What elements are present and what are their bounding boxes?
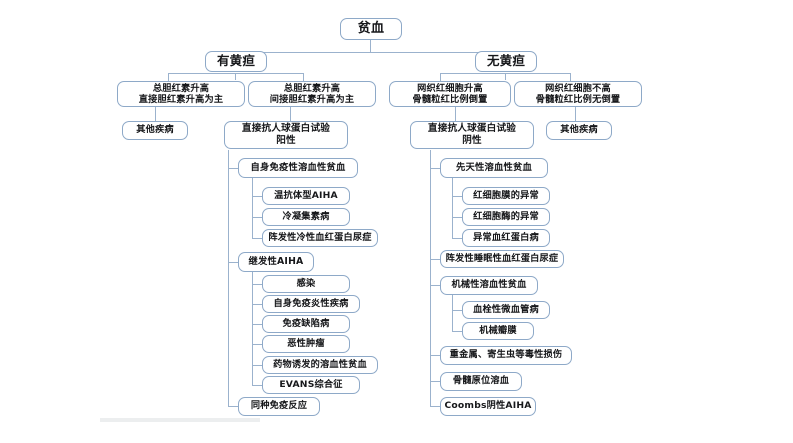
node-autoimmune-inflammatory-disease[interactable]: 自身免疫炎性疾病 [262, 295, 360, 313]
connector-enzyme-in [452, 217, 462, 218]
connector-pnh-in [430, 259, 440, 260]
node-secondary-aiha[interactable]: 继发性AIHA [238, 252, 314, 272]
node-reticulocyte-normal[interactable]: 网织红细胞不高 骨髓粒红比例无倒置 [514, 81, 642, 107]
connector-congenital-children-spine [452, 178, 453, 238]
node-jaundice-yes[interactable]: 有黄疸 [205, 51, 267, 72]
connector-mechanical-children-spine [452, 295, 453, 331]
connector-tma-in [452, 310, 462, 311]
connector-cold-agglutinin-in [252, 217, 262, 218]
node-coombs-test-negative[interactable]: 直接抗人球蛋白试验 阴性 [410, 121, 534, 149]
node-congenital-hemolytic-anemia[interactable]: 先天性溶血性贫血 [440, 158, 548, 178]
node-malignant-tumor[interactable]: 恶性肿瘤 [262, 335, 350, 353]
node-paroxysmal-cold-hemoglobinuria[interactable]: 阵发性冷性血红蛋白尿症 [262, 229, 378, 247]
connector-evans-in [252, 385, 262, 386]
connector-immunodeficiency-in [252, 324, 262, 325]
connector-bili-direct-up [168, 73, 169, 81]
connector-bilirubin-bus [168, 73, 303, 74]
node-alloimmune-reaction[interactable]: 同种免疫反应 [238, 397, 320, 416]
connector-coombs-pos-down [290, 106, 291, 121]
connector-valve-in [452, 331, 462, 332]
node-evans-syndrome[interactable]: EVANS综合征 [262, 376, 360, 394]
connector-congenital-in [430, 168, 440, 169]
node-root-anemia[interactable]: 贫血 [340, 18, 402, 40]
connector-retic-high-up [440, 73, 441, 81]
node-coombs-negative-aiha[interactable]: Coombs阴性AIHA [440, 397, 536, 416]
connector-right-spine [430, 150, 431, 406]
node-mechanical-valve[interactable]: 机械瓣膜 [462, 322, 534, 340]
node-reticulocyte-high[interactable]: 网织红细胞升高 骨髓粒红比例倒置 [389, 81, 511, 107]
connector-warm-aiha-in [252, 196, 262, 197]
node-total-bilirubin-direct[interactable]: 总胆红素升高 直接胆红素升高为主 [117, 81, 245, 107]
connector-retic-normal-up [570, 73, 571, 81]
connector-hemoglobinopathy-in [452, 238, 462, 239]
node-red-cell-enzyme-abnormality[interactable]: 红细胞酶的异常 [462, 208, 550, 226]
node-thrombotic-microangiopathy[interactable]: 血栓性微血管病 [462, 301, 550, 319]
node-autoimmune-hemolytic-anemia[interactable]: 自身免疫性溶血性贫血 [238, 158, 358, 178]
connector-other-left-down [155, 106, 156, 121]
node-toxic-injury[interactable]: 重金属、寄生虫等毒性损伤 [440, 346, 572, 365]
connector-malignancy-in [252, 344, 262, 345]
node-paroxysmal-nocturnal-hemoglobinuria[interactable]: 阵发性睡眠性血红蛋白尿症 [440, 250, 564, 268]
node-warm-antibody-aiha[interactable]: 温抗体型AIHA [262, 187, 350, 205]
connector-secondary-aiha-in [228, 262, 238, 263]
node-infection[interactable]: 感染 [262, 275, 350, 293]
connector-membrane-in [452, 196, 462, 197]
node-immunodeficiency-disease[interactable]: 免疫缺陷病 [262, 315, 350, 333]
connector-coombs-neg-down [455, 106, 456, 121]
node-jaundice-no[interactable]: 无黄疸 [475, 51, 537, 72]
connector-other-right-down [575, 106, 576, 121]
connector-infection-in [252, 284, 262, 285]
connector-drug-induced-in [252, 365, 262, 366]
connector-marrow-in [430, 381, 440, 382]
connector-bili-indirect-up [303, 73, 304, 81]
connector-level2-bus [235, 52, 505, 53]
node-mechanical-hemolytic-anemia[interactable]: 机械性溶血性贫血 [440, 276, 538, 295]
node-coombs-test-positive[interactable]: 直接抗人球蛋白试验 阳性 [224, 121, 348, 149]
connector-jaundice-yes-down [235, 73, 236, 80]
connector-aiha-in [228, 168, 238, 169]
connector-secondary-children-spine [252, 272, 253, 385]
node-abnormal-hemoglobinopathy[interactable]: 异常血红蛋白病 [462, 229, 550, 247]
node-other-disease-right[interactable]: 其他疾病 [546, 121, 612, 140]
connector-alloimmune-in [228, 406, 238, 407]
node-red-cell-membrane-abnormality[interactable]: 红细胞膜的异常 [462, 187, 550, 205]
connector-pch-in [252, 238, 262, 239]
connector-left-spine [228, 150, 229, 406]
connector-aiha-children-spine [252, 178, 253, 238]
footer-divider-bar [100, 418, 260, 422]
connector-coombs-neg-aiha-in [430, 406, 440, 407]
connector-retic-bus [440, 73, 570, 74]
node-marrow-in-situ-hemolysis[interactable]: 骨髓原位溶血 [440, 372, 522, 391]
node-other-disease-left[interactable]: 其他疾病 [122, 121, 188, 140]
node-drug-induced-hemolytic-anemia[interactable]: 药物诱发的溶血性贫血 [262, 356, 378, 374]
connector-root-down [370, 40, 371, 52]
connector-mechanical-in [430, 285, 440, 286]
node-total-bilirubin-indirect[interactable]: 总胆红素升高 间接胆红素升高为主 [248, 81, 376, 107]
connector-jaundice-no-down [505, 73, 506, 80]
connector-toxic-in [430, 355, 440, 356]
connector-autoimmune-in [252, 304, 262, 305]
node-cold-agglutinin-disease[interactable]: 冷凝集素病 [262, 208, 350, 226]
